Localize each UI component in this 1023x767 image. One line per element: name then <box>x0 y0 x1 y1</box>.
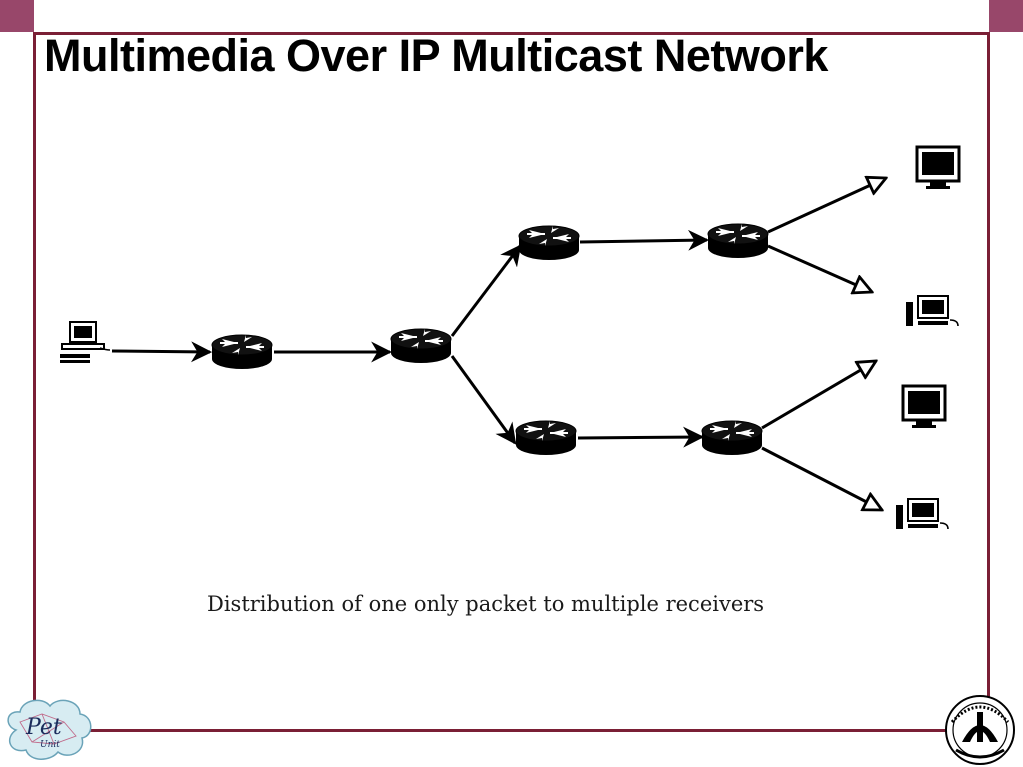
sender-workstation-icon <box>60 321 111 363</box>
router-2-router-icon <box>390 328 452 363</box>
router-6-router-icon <box>701 420 763 455</box>
receiver-4-desktop-pc-icon <box>896 498 949 530</box>
router-4-router-icon <box>515 420 577 455</box>
corner-tab-left <box>0 0 34 32</box>
logo-pet-text: Pet <box>25 715 62 740</box>
router-3-router-icon <box>518 225 580 260</box>
link-router-6-to-receiver-4 <box>761 446 882 510</box>
link-sender-to-router-1 <box>111 341 213 363</box>
link-router-5-to-receiver-1 <box>767 178 886 234</box>
receiver-2-desktop-pc-icon <box>906 295 959 327</box>
link-router-2-to-router-3 <box>450 244 522 337</box>
receiver-1-monitor-icon <box>915 145 961 189</box>
diagram-caption: Distribution of one only packet to multi… <box>207 592 765 616</box>
router-5-router-icon <box>707 223 769 258</box>
links-layer <box>111 178 886 510</box>
link-router-5-to-receiver-2 <box>767 244 872 292</box>
corner-tab-right <box>989 0 1023 32</box>
logo-unit-text: Unit <box>40 740 60 750</box>
institute-seal-logo <box>945 695 1015 765</box>
slide-title: Multimedia Over IP Multicast Network <box>44 30 828 81</box>
router-1-router-icon <box>211 334 273 369</box>
link-router-6-to-receiver-3 <box>761 361 876 430</box>
logo-network-lines-icon <box>19 713 77 745</box>
pet-unit-logo: Pet Unit <box>7 699 92 760</box>
link-router-3-to-router-5 <box>579 229 710 251</box>
slide-frame <box>33 32 990 732</box>
logo-cloud-icon <box>7 699 92 760</box>
receiver-3-monitor-icon <box>901 384 947 428</box>
link-router-4-to-router-6 <box>577 426 705 448</box>
link-router-2-to-router-4 <box>450 355 517 445</box>
nodes-layer <box>60 145 961 530</box>
